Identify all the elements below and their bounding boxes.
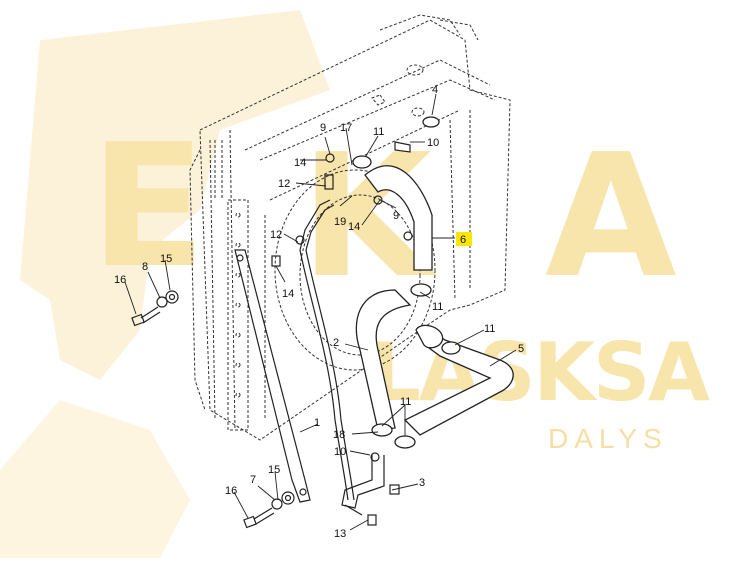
leader-lines — [124, 93, 517, 531]
watermark: E K A LASKSA DALYS — [0, 10, 710, 558]
callout-11-b: 11 — [432, 301, 443, 313]
callout-5: 5 — [518, 343, 524, 355]
support-rod — [234, 249, 311, 503]
callout-16-upper: 16 — [114, 274, 126, 286]
watermark-gear-shape-lower — [0, 400, 190, 558]
callout-6: 6 — [460, 234, 466, 246]
callout-12-upper: 12 — [278, 178, 290, 190]
callout-10-upper: 10 — [427, 137, 439, 149]
watermark-gear-shape — [20, 10, 330, 380]
callout-6-highlight — [456, 232, 472, 246]
callout-13: 13 — [334, 528, 346, 540]
callout-7: 7 — [250, 474, 256, 486]
callout-8: 8 — [142, 261, 148, 273]
callout-11-d: 11 — [400, 396, 411, 408]
callout-labels: 1 2 3 4 5 6 7 8 9 9 10 10 11 11 11 11 12… — [114, 84, 524, 540]
callout-16-lower: 16 — [225, 485, 237, 497]
callout-9-upper: 9 — [320, 122, 326, 134]
watermark-letter-a: A — [545, 118, 677, 316]
upper-hose-6 — [364, 165, 433, 271]
callout-17: 17 — [340, 122, 352, 134]
callout-14-lower: 14 — [282, 288, 294, 300]
callout-15-upper: 15 — [160, 253, 172, 265]
pipe-3 — [341, 455, 385, 516]
callout-9-lower: 9 — [393, 210, 399, 222]
callout-19: 19 — [334, 216, 346, 228]
callout-15-lower: 15 — [268, 464, 280, 476]
callout-14-mid: 14 — [348, 221, 360, 233]
overflow-tube — [299, 199, 355, 501]
callout-18: 18 — [333, 429, 345, 441]
bolt-washer-set-upper — [131, 290, 179, 327]
callout-1: 1 — [314, 417, 320, 429]
callout-12-lower: 12 — [270, 229, 282, 241]
bolt-washer-set-lower — [243, 491, 295, 529]
callout-11-a: 11 — [373, 126, 384, 138]
watermark-sub: DALYS — [548, 423, 668, 454]
callout-11-c: 11 — [484, 323, 495, 335]
callout-3: 3 — [419, 477, 425, 489]
callout-4: 4 — [432, 84, 438, 96]
callout-2: 2 — [333, 337, 339, 349]
watermark-letter-e: E — [90, 108, 206, 306]
callout-10-lower: 10 — [334, 446, 346, 458]
radiator-frame — [189, 14, 511, 441]
callout-14-upper: 14 — [294, 157, 306, 169]
hose-clamps — [352, 116, 461, 449]
